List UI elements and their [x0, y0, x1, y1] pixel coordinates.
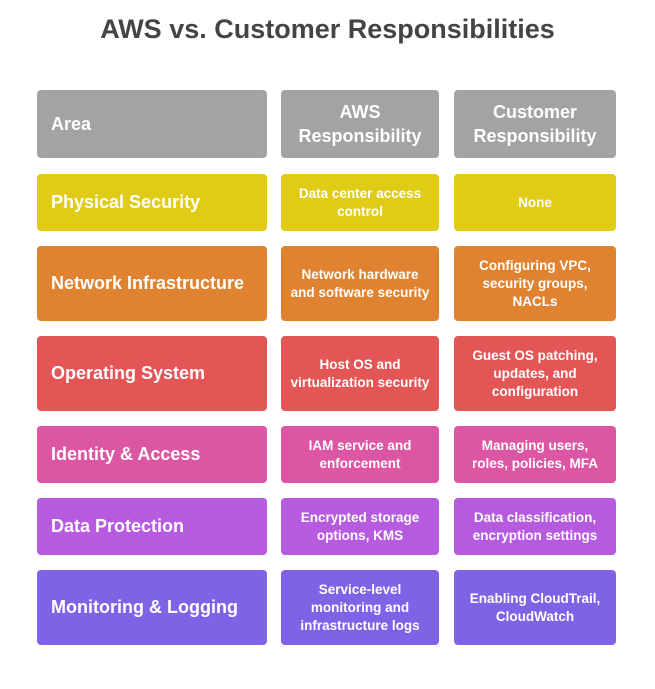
customer-cell: Managing users, roles, policies, MFA	[454, 426, 616, 483]
area-cell: Operating System	[37, 336, 267, 411]
aws-cell: Host OS and virtualization security	[281, 336, 439, 411]
area-cell: Monitoring & Logging	[37, 570, 267, 645]
header-customer: Customer Responsibility	[454, 90, 616, 158]
aws-cell: IAM service and enforcement	[281, 426, 439, 483]
aws-cell: Service-level monitoring and infrastruct…	[281, 570, 439, 645]
customer-cell: Configuring VPC, security groups, NACLs	[454, 246, 616, 321]
aws-cell: Network hardware and software security	[281, 246, 439, 321]
area-cell: Physical Security	[37, 174, 267, 231]
header-aws: AWS Responsibility	[281, 90, 439, 158]
customer-cell: Data classification, encryption settings	[454, 498, 616, 555]
customer-cell: Enabling CloudTrail, CloudWatch	[454, 570, 616, 645]
customer-cell: None	[454, 174, 616, 231]
page-title: AWS vs. Customer Responsibilities	[100, 14, 555, 44]
area-cell: Network Infrastructure	[37, 246, 267, 321]
aws-cell: Data center access control	[281, 174, 439, 231]
customer-cell: Guest OS patching, updates, and configur…	[454, 336, 616, 411]
aws-cell: Encrypted storage options, KMS	[281, 498, 439, 555]
area-cell: Data Protection	[37, 498, 267, 555]
area-cell: Identity & Access	[37, 426, 267, 483]
header-area: Area	[37, 90, 267, 158]
